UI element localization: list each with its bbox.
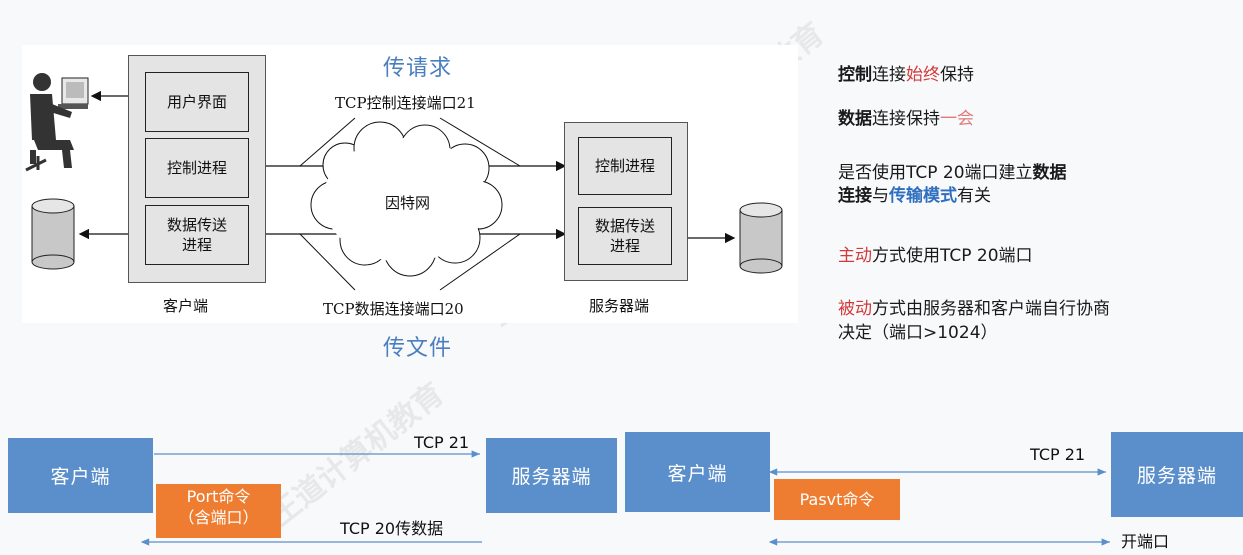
active-client-box: 客户端 [8,438,153,513]
active-server-box: 服务器端 [486,438,617,513]
active-tcp21-label: TCP 21 [414,433,470,452]
mode-arrows [140,450,1110,546]
open-port-label: 开端口 [1121,532,1170,551]
user-interface-box: 用户界面 [145,72,249,132]
server-caption: 服务器端 [589,297,650,315]
diagram-lines [25,73,783,291]
note-port20-usage: 是否使用TCP 20端口建立数据 [838,163,1067,183]
note-active-mode: 主动方式使用TCP 20端口 [838,246,1033,266]
note-control-connection: 控制连接始终保持 [838,65,974,85]
server-disk-icon [739,202,783,274]
note-passive-mode: 被动方式由服务器和客户端自行协商 [838,299,1110,319]
active-tcp20-label: TCP 20传数据 [340,519,444,538]
file-title: 传文件 [383,336,453,361]
pasv-command-box: Pasvt命令 [774,479,900,520]
tcp-control-label: TCP控制连接端口21 [335,94,476,112]
note-passive-port: 决定（端口>1024） [838,323,998,343]
server-control-process-box: 控制进程 [578,137,672,195]
client-data-process-box: 数据传送 进程 [145,205,249,265]
client-control-process-box: 控制进程 [145,138,249,198]
client-disk-icon [31,198,75,270]
passive-client-box: 客户端 [625,432,770,512]
request-title: 传请求 [383,56,453,81]
note-transfer-mode: 连接与传输模式有关 [838,186,991,206]
passive-tcp21-label: TCP 21 [1030,445,1086,464]
server-data-process-box: 数据传送 进程 [578,207,672,265]
tcp-data-label: TCP数据连接端口20 [323,300,464,318]
client-caption: 客户端 [163,297,209,315]
note-data-connection: 数据连接保持一会 [838,109,974,129]
port-command-box: Port命令 （含端口） [156,484,281,538]
internet-label: 因特网 [385,194,431,212]
user-at-computer-icon [25,73,89,172]
passive-server-box: 服务器端 [1111,432,1243,517]
